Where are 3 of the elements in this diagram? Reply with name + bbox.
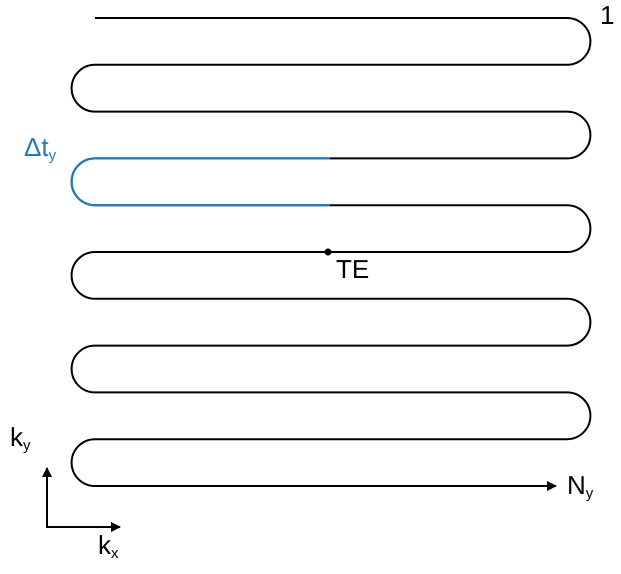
axis-label: k$_{x}$ [98, 532, 118, 558]
line-number-label: 1 [600, 2, 614, 28]
echo-time-label: TE [336, 256, 370, 282]
